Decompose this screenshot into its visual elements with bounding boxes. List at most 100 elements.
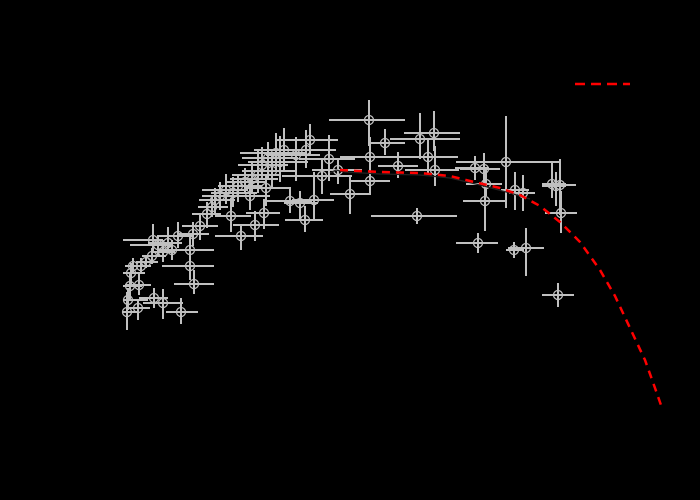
circle-plus-marker-icon — [214, 190, 226, 202]
data-point — [429, 164, 441, 176]
data-point — [266, 165, 278, 177]
data-point — [520, 242, 532, 254]
circle-plus-marker-icon — [175, 306, 187, 318]
data-point — [256, 159, 268, 171]
circle-plus-marker-icon — [428, 127, 440, 139]
circle-plus-marker-icon — [500, 156, 512, 168]
circle-plus-marker-icon — [256, 159, 268, 171]
data-point — [478, 163, 490, 175]
data-point — [508, 244, 520, 256]
data-point — [414, 133, 426, 145]
circle-plus-marker-icon — [308, 194, 320, 206]
circle-plus-marker-icon — [379, 137, 391, 149]
circle-plus-marker-icon — [220, 184, 232, 196]
data-point — [146, 250, 158, 262]
circle-plus-marker-icon — [152, 239, 164, 251]
data-point — [294, 197, 306, 209]
data-point — [262, 152, 274, 164]
data-point — [235, 230, 247, 242]
data-point — [152, 239, 164, 251]
data-point — [188, 278, 200, 290]
data-point — [299, 214, 311, 226]
circle-plus-marker-icon — [392, 160, 404, 172]
circle-plus-marker-icon — [127, 260, 139, 272]
circle-plus-marker-icon — [364, 175, 376, 187]
circle-plus-marker-icon — [121, 306, 133, 318]
circle-plus-marker-icon — [552, 289, 564, 301]
data-point — [364, 175, 376, 187]
circle-plus-marker-icon — [249, 219, 261, 231]
data-point — [258, 207, 270, 219]
data-point — [125, 267, 137, 279]
circle-plus-marker-icon — [274, 156, 286, 168]
data-point — [214, 190, 226, 202]
data-point — [479, 195, 491, 207]
data-point — [252, 169, 264, 181]
circle-plus-marker-icon — [122, 294, 134, 306]
data-point — [316, 170, 328, 182]
data-point — [201, 208, 213, 220]
circle-plus-marker-icon — [550, 180, 562, 192]
circle-plus-marker-icon — [290, 149, 302, 161]
data-point — [422, 151, 434, 163]
data-point — [552, 289, 564, 301]
reference-line — [329, 169, 531, 200]
circle-plus-marker-icon — [278, 144, 290, 156]
data-point — [284, 195, 296, 207]
data-point — [364, 151, 376, 163]
data-point — [157, 297, 169, 309]
data-point — [132, 302, 144, 314]
data-point — [249, 219, 261, 231]
data-point — [300, 144, 312, 156]
data-point — [148, 292, 160, 304]
data-point — [133, 279, 145, 291]
data-point — [187, 228, 199, 240]
circle-plus-marker-icon — [266, 165, 278, 177]
data-point — [323, 153, 335, 165]
circle-plus-marker-icon — [363, 114, 375, 126]
circle-plus-marker-icon — [157, 297, 169, 309]
data-point — [392, 160, 404, 172]
data-point — [184, 244, 196, 256]
circle-plus-marker-icon — [184, 244, 196, 256]
data-point — [227, 187, 239, 199]
circle-plus-marker-icon — [422, 151, 434, 163]
data-point — [194, 220, 206, 232]
circle-plus-marker-icon — [187, 228, 199, 240]
circle-plus-marker-icon — [146, 250, 158, 262]
data-point — [363, 114, 375, 126]
data-point — [184, 260, 196, 272]
data-point — [260, 182, 272, 194]
circle-plus-marker-icon — [472, 237, 484, 249]
data-point — [554, 179, 566, 191]
circle-plus-marker-icon — [323, 153, 335, 165]
circle-plus-marker-icon — [184, 260, 196, 272]
circle-plus-marker-icon — [364, 151, 376, 163]
circle-plus-marker-icon — [300, 144, 312, 156]
data-point — [379, 137, 391, 149]
circle-plus-marker-icon — [201, 208, 213, 220]
circle-plus-marker-icon — [227, 187, 239, 199]
circle-plus-marker-icon — [520, 242, 532, 254]
data-point — [290, 149, 302, 161]
circle-plus-marker-icon — [479, 195, 491, 207]
circle-plus-marker-icon — [132, 302, 144, 314]
circle-plus-marker-icon — [225, 210, 237, 222]
circle-plus-marker-icon — [429, 164, 441, 176]
data-point — [304, 134, 316, 146]
circle-plus-marker-icon — [235, 230, 247, 242]
circle-plus-marker-icon — [239, 176, 251, 188]
circle-plus-marker-icon — [244, 190, 256, 202]
data-points-layer — [121, 114, 567, 318]
data-point — [428, 127, 440, 139]
data-point — [175, 306, 187, 318]
data-point — [244, 190, 256, 202]
data-point — [206, 201, 218, 213]
data-point — [472, 237, 484, 249]
circle-plus-marker-icon — [555, 207, 567, 219]
circle-plus-marker-icon — [206, 201, 218, 213]
circle-plus-marker-icon — [304, 134, 316, 146]
circle-plus-marker-icon — [252, 169, 264, 181]
circle-plus-marker-icon — [316, 170, 328, 182]
